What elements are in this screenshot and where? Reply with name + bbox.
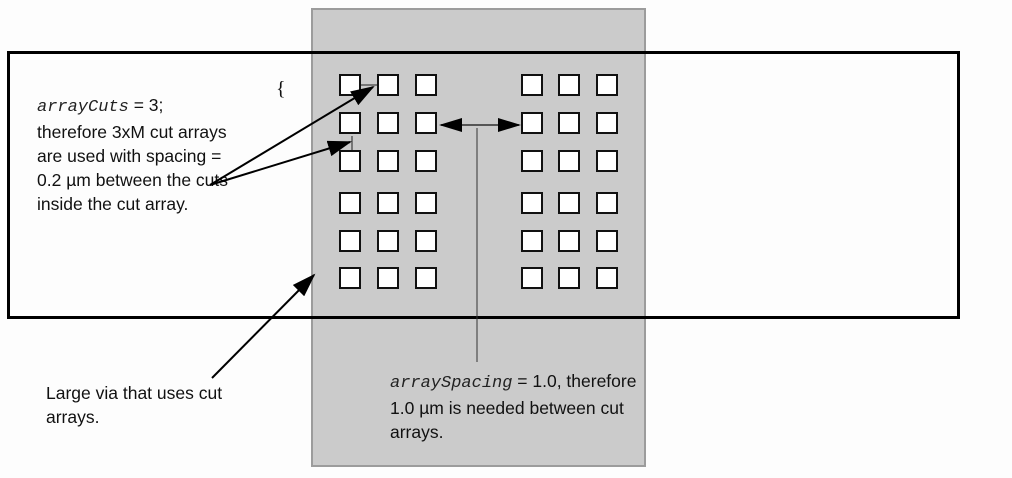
array-spacing-note-line: arraySpacing = 1.0, therefore: [390, 369, 636, 396]
via-cut: [558, 74, 580, 96]
array-cuts-note-line: arrayCuts = 3;: [37, 93, 228, 120]
via-cut: [377, 112, 399, 134]
via-cut: [415, 112, 437, 134]
arrow-to-cut-spacing-vertical: [209, 140, 352, 186]
via-cut: [558, 230, 580, 252]
array-spacing-note-line: 1.0 µm is needed between cut: [390, 398, 624, 418]
via-cut: [596, 112, 618, 134]
array-cuts-note: arrayCuts = 3; therefore 3xM cut arrays …: [37, 93, 228, 216]
via-cut: [339, 230, 361, 252]
via-cut: [339, 267, 361, 289]
array-spacing-arrowhead-left: [439, 118, 462, 132]
array-cuts-value: = 3;: [128, 95, 164, 115]
via-cut: [521, 192, 543, 214]
via-cut: [415, 150, 437, 172]
metal-layer-outline: [7, 51, 960, 319]
via-cut: [377, 74, 399, 96]
large-via-note: Large via that uses cut arrays.: [46, 381, 222, 429]
array-cuts-param: arrayCuts: [37, 98, 129, 117]
array-spacing-param: arraySpacing: [390, 374, 513, 393]
via-cut: [558, 112, 580, 134]
via-cut: [415, 74, 437, 96]
via-cut: [377, 230, 399, 252]
array-spacing-value: = 1.0, therefore: [512, 371, 637, 391]
via-cut: [596, 267, 618, 289]
via-cut: [596, 74, 618, 96]
array-cuts-note-line: inside the cut array.: [37, 194, 189, 214]
via-cut: [558, 192, 580, 214]
via-cut: [339, 112, 361, 134]
arrow-to-large-via: [211, 273, 316, 379]
array-spacing-note-line: arrays.: [390, 422, 444, 442]
via-cut: [596, 192, 618, 214]
via-cut: [339, 192, 361, 214]
array-spacing-arrowhead-right: [498, 118, 521, 132]
via-cut: [596, 150, 618, 172]
via-cut: [521, 74, 543, 96]
arrow-to-cut-spacing-horizontal: [209, 85, 375, 186]
large-via-note-line: arrays.: [46, 407, 100, 427]
large-via-note-line: Large via that uses cut: [46, 383, 223, 403]
via-cut: [415, 230, 437, 252]
via-cut: [415, 267, 437, 289]
array-spacing-note: arraySpacing = 1.0, therefore 1.0 µm is …: [390, 369, 636, 444]
via-cut: [521, 267, 543, 289]
via-cut: [377, 267, 399, 289]
via-cut: [415, 192, 437, 214]
array-cuts-note-line: therefore 3xM cut arrays: [37, 122, 227, 142]
array-cuts-note-line: are used with spacing =: [37, 146, 222, 166]
via-cut: [521, 150, 543, 172]
array-cuts-note-line: 0.2 µm between the cuts: [37, 170, 229, 190]
via-cut: [377, 192, 399, 214]
via-cut: [521, 112, 543, 134]
via-cut: [596, 230, 618, 252]
brace-symbol: {: [276, 78, 286, 100]
via-cut: [558, 267, 580, 289]
via-cut: [558, 150, 580, 172]
via-cut: [521, 230, 543, 252]
via-cut: [377, 150, 399, 172]
